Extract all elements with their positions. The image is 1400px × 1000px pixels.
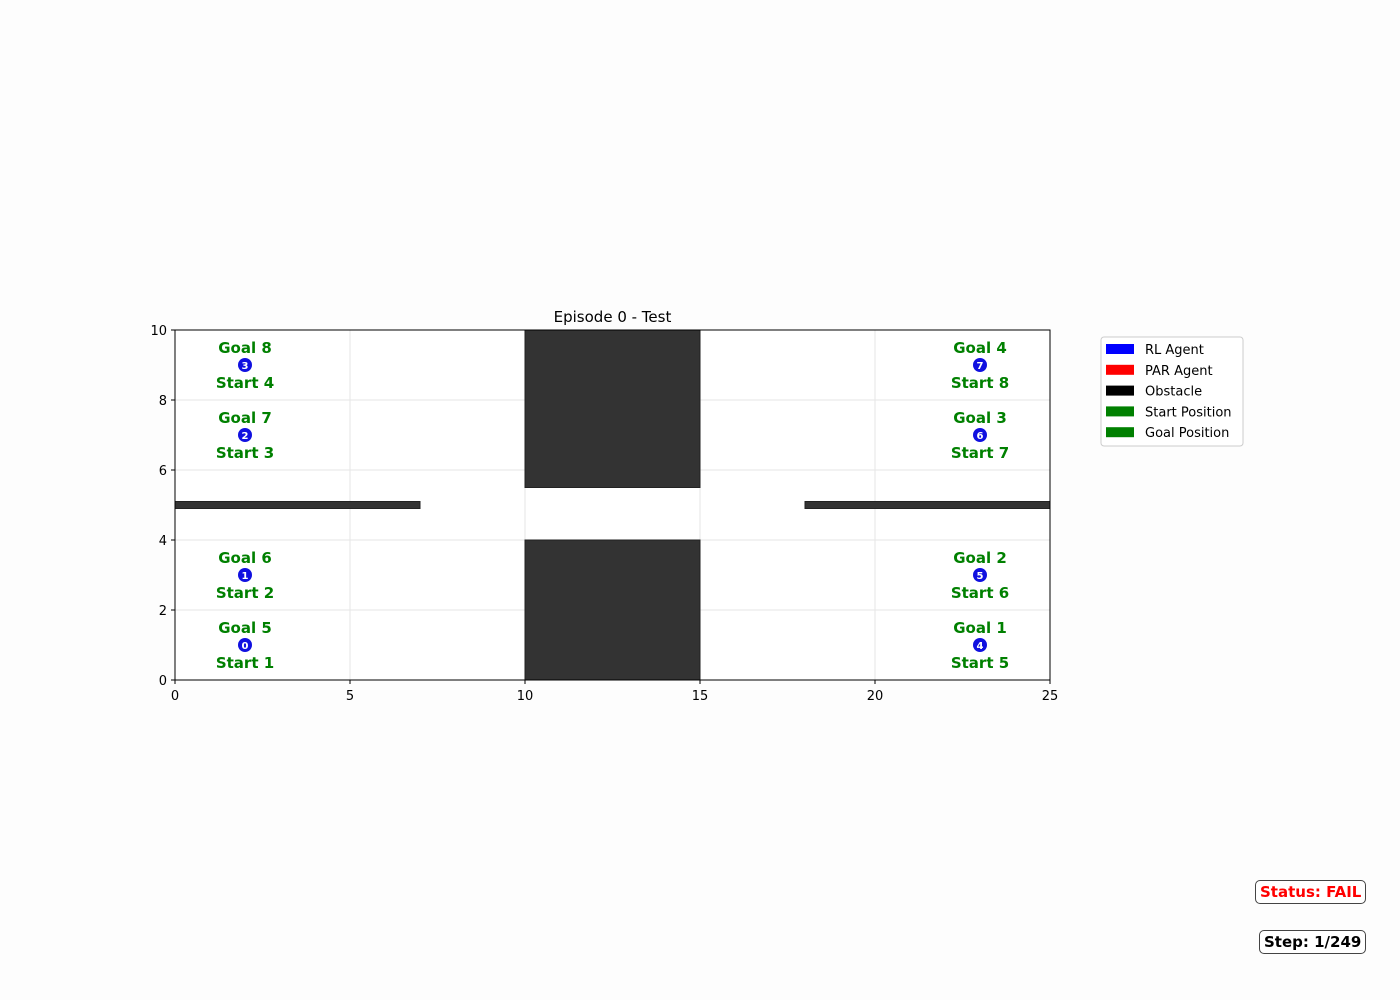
rl-agent-marker [238, 428, 252, 442]
agent-id: 3 [242, 361, 249, 372]
rl-agent-marker [973, 568, 987, 582]
obstacle [524, 539, 701, 681]
start-label: Start 5 [951, 654, 1009, 672]
legend-swatch [1106, 427, 1134, 438]
step-counter: Step: 1/249 [1259, 930, 1367, 954]
rl-agent-marker [973, 638, 987, 652]
start-label: Start 7 [951, 444, 1009, 462]
legend-label: RL Agent [1145, 343, 1204, 358]
start-label: Start 2 [216, 584, 274, 602]
rl-agent-marker [973, 428, 987, 442]
agent-id: 4 [977, 641, 984, 652]
goal-label: Goal 1 [953, 619, 1007, 637]
legend-label: Obstacle [1145, 385, 1202, 400]
status-badge: Status: FAIL [1255, 880, 1367, 904]
legend-swatch [1106, 364, 1134, 375]
y-tick-label: 2 [159, 604, 167, 619]
y-tick-label: 8 [159, 394, 167, 409]
x-tick-label: 10 [517, 689, 534, 704]
agent-id: 7 [977, 361, 984, 372]
agent-id: 1 [242, 571, 249, 582]
legend-swatch [1106, 406, 1134, 417]
y-tick-label: 6 [159, 464, 167, 479]
x-tick-label: 15 [692, 689, 709, 704]
rl-agent-marker [238, 358, 252, 372]
y-tick-label: 10 [150, 324, 167, 339]
goal-label: Goal 8 [218, 339, 272, 357]
start-label: Start 4 [216, 374, 274, 392]
x-tick-label: 5 [346, 689, 354, 704]
start-label: Start 6 [951, 584, 1009, 602]
agent-id: 6 [977, 431, 984, 442]
goal-label: Goal 5 [218, 619, 272, 637]
rl-agent-marker [238, 638, 252, 652]
obstacle [524, 329, 701, 488]
rl-agent-marker [238, 568, 252, 582]
legend-swatch [1106, 385, 1134, 396]
start-label: Start 1 [216, 654, 274, 672]
x-tick-label: 20 [867, 689, 884, 704]
start-label: Start 8 [951, 374, 1009, 392]
goal-label: Goal 3 [953, 409, 1007, 427]
agent-id: 0 [242, 641, 249, 652]
legend-label: PAR Agent [1145, 364, 1213, 379]
legend-box [1100, 336, 1244, 447]
legend-label: Goal Position [1145, 426, 1229, 441]
agent-id: 5 [977, 571, 984, 582]
legend-swatch [1106, 344, 1134, 354]
obstacle [174, 501, 421, 509]
goal-label: Goal 4 [953, 339, 1007, 357]
goal-label: Goal 2 [953, 549, 1007, 567]
goal-label: Goal 6 [218, 549, 272, 567]
y-tick-label: 4 [159, 534, 167, 549]
obstacle [804, 501, 1051, 509]
goal-label: Goal 7 [218, 409, 272, 427]
y-tick-label: 0 [159, 674, 167, 689]
chart-title: Episode 0 - Test [554, 308, 672, 326]
rl-agent-marker [973, 358, 987, 372]
x-tick-label: 25 [1042, 689, 1059, 704]
axes-frame [174, 329, 1051, 681]
start-label: Start 3 [216, 444, 274, 462]
legend-label: Start Position [1145, 405, 1232, 420]
agent-id: 2 [242, 431, 249, 442]
x-tick-label: 0 [171, 689, 179, 704]
